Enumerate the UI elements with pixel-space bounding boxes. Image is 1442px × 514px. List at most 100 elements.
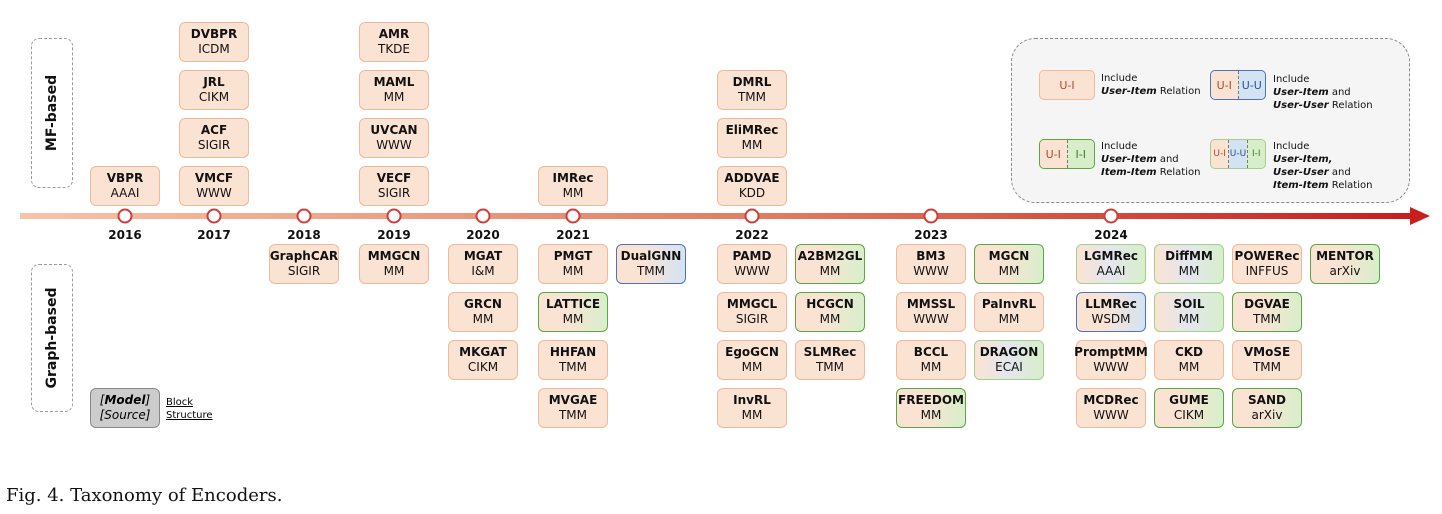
graph-based-label: Graph-based [44, 287, 60, 389]
model-name: PAMD [732, 249, 772, 263]
model-source: TMM [1252, 312, 1282, 326]
model-name: SLMRec [803, 345, 857, 359]
legend-all-seg2: U-U [1228, 140, 1246, 168]
year-marker-2019 [386, 208, 402, 224]
block-structure-label1: Block [166, 397, 194, 408]
model-name: DGVAE [1244, 297, 1290, 311]
model-source: SIGIR [377, 186, 411, 200]
model-source: TMM [1252, 360, 1282, 374]
year-label-2024: 2024 [1094, 228, 1128, 242]
model-source: SIGIR [197, 138, 231, 152]
model-source: SIGIR [735, 312, 769, 326]
model-source: MM [741, 360, 763, 374]
block-structure-source: Source [104, 408, 146, 422]
model-name: LLMRec [1085, 297, 1137, 311]
legend-ui-swatch: U-I [1039, 70, 1095, 100]
model-source: MM [920, 360, 942, 374]
model-name: DRAGON [979, 345, 1039, 359]
model-name: EgoGCN [725, 345, 779, 359]
model-source: MM [1178, 264, 1200, 278]
model-name: PMGT [553, 249, 593, 263]
model-source: MM [920, 408, 942, 422]
year-label-2018: 2018 [287, 228, 321, 242]
timeline-bar [20, 213, 1412, 219]
legend-ii-text: Include User-Item and Item-Item Relation [1101, 140, 1200, 179]
model-source: WSDM [1091, 312, 1131, 326]
legend-all-bold3: Item-Item [1273, 180, 1329, 191]
legend-ui-line1: Include [1101, 73, 1138, 84]
model-name: GUME [1169, 393, 1209, 407]
year-marker-2016 [117, 208, 133, 224]
year-label-2019: 2019 [377, 228, 411, 242]
model-name: ADDVAE [724, 171, 780, 185]
legend-uu-rest1: and [1328, 87, 1351, 98]
model-name: FREEDOM [898, 393, 964, 407]
model-source: AAAI [1096, 264, 1126, 278]
model-name: MVGAE [548, 393, 598, 407]
model-source: MM [562, 312, 584, 326]
legend-ii-bold2: Item-Item [1101, 167, 1157, 178]
model-name: MMGCL [726, 297, 778, 311]
year-marker-2018 [296, 208, 312, 224]
legend-uu-rest2: Relation [1328, 100, 1373, 111]
model-source: MM [1178, 360, 1200, 374]
model-source: WWW [1093, 360, 1129, 374]
model-source: TKDE [377, 42, 411, 56]
model-name: BCCL [913, 345, 949, 359]
model-name: DVBPR [190, 27, 238, 41]
model-name: LGMRec [1084, 249, 1138, 263]
model-source: MM [383, 90, 405, 104]
mf-based-frame [31, 38, 73, 188]
model-source: CIKM [198, 90, 230, 104]
legend-all-bold2: User-User [1273, 167, 1329, 178]
year-marker-2017 [206, 208, 222, 224]
model-source: MM [383, 264, 405, 278]
model-source: TMM [558, 408, 588, 422]
model-source: MM [741, 138, 763, 152]
legend-ii-rest1: and [1156, 154, 1179, 165]
year-marker-2020 [475, 208, 491, 224]
model-source: CIKM [1173, 408, 1205, 422]
model-name: GRCN [464, 297, 502, 311]
model-source: INFFUS [1245, 264, 1289, 278]
model-name: AMR [378, 27, 410, 41]
model-source: KDD [738, 186, 766, 200]
model-name: VBPR [106, 171, 144, 185]
legend-all-seg1: U-I [1213, 149, 1226, 159]
model-source: MM [472, 312, 494, 326]
model-name: POWERec [1234, 249, 1300, 263]
model-source: WWW [913, 264, 949, 278]
model-name: MMSSL [906, 297, 956, 311]
model-name: CKD [1174, 345, 1204, 359]
model-source: MM [562, 264, 584, 278]
model-name: IMRec [552, 171, 594, 185]
model-name: MCDRec [1083, 393, 1139, 407]
model-name: MGAT [463, 249, 503, 263]
block-structure-example: [Model] [Source] [90, 388, 160, 428]
model-source: ICDM [198, 42, 230, 56]
model-name: LATTICE [545, 297, 601, 311]
model-source: MM [998, 312, 1020, 326]
